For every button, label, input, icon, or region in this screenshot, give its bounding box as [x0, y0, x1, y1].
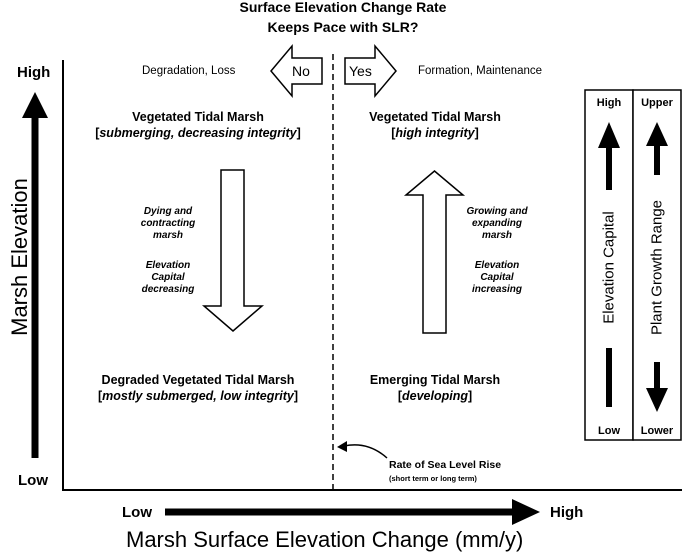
growth-arrow: [403, 170, 466, 334]
legend-elevation-low: Low: [598, 425, 620, 437]
legend-plant-upper: Upper: [641, 97, 673, 109]
decline-arrow: [201, 169, 265, 332]
top-right-title: Vegetated Tidal Marsh: [369, 110, 501, 124]
legend-plant-label: Plant Growth Range: [648, 199, 666, 336]
top-right-detail: [high integrity]: [391, 126, 479, 140]
bottom-left-detail: [mostly submerged, low integrity]: [97, 389, 299, 403]
y-axis-label: Marsh Elevation: [7, 178, 32, 336]
title-line-2: Keeps Pace with SLR?: [267, 19, 419, 35]
left-note-1: Dying and: [143, 206, 193, 217]
y-axis-high: High: [17, 64, 51, 81]
left-note-2: contracting: [140, 218, 196, 229]
legend-plant-lower: Lower: [640, 425, 674, 437]
x-axis-high: High: [550, 504, 584, 521]
left-caption: Degradation, Loss: [142, 65, 236, 77]
right-note-4: Elevation: [474, 260, 520, 271]
top-left-title: Vegetated Tidal Marsh: [132, 110, 264, 124]
legend-elevation-high: High: [596, 97, 622, 109]
no-arrow: [270, 43, 323, 99]
right-note-2: expanding: [471, 218, 522, 229]
plant-down-arrow: [646, 362, 668, 412]
left-note-6: decreasing: [141, 284, 195, 295]
legend-elevation-label: Elevation Capital: [600, 211, 618, 324]
plant-up-arrow: [646, 122, 668, 175]
left-note-5: Capital: [151, 272, 185, 283]
right-note-5: Capital: [480, 272, 514, 283]
x-axis-low: Low: [122, 504, 152, 521]
left-note-4: Elevation: [145, 260, 191, 271]
title-line-1: Surface Elevation Change Rate: [239, 0, 447, 15]
bottom-right-title: Emerging Tidal Marsh: [369, 373, 501, 387]
elevation-up-arrow: [598, 122, 620, 190]
x-axis-arrow: [165, 499, 540, 525]
yes-arrow: [344, 43, 397, 99]
yes-label: Yes: [349, 63, 372, 79]
bottom-right-detail: [developing]: [397, 389, 473, 403]
y-axis-arrow: [22, 92, 48, 458]
right-caption: Formation, Maintenance: [418, 65, 543, 77]
right-note-1: Growing and: [466, 206, 528, 217]
slr-title: Rate of Sea Level Rise: [389, 459, 502, 471]
y-axis-low: Low: [18, 472, 48, 489]
slr-pointer-arrow: [337, 441, 388, 459]
right-note-3: marsh: [481, 230, 512, 241]
slr-subtitle: (short term or long term): [389, 474, 477, 483]
right-note-6: increasing: [471, 284, 523, 295]
left-note-3: marsh: [152, 230, 183, 241]
top-left-detail: [submerging, decreasing integrity]: [95, 126, 301, 140]
x-axis-label: Marsh Surface Elevation Change (mm/y): [126, 527, 524, 552]
no-label: No: [292, 63, 310, 79]
bottom-left-title: Degraded Vegetated Tidal Marsh: [101, 373, 295, 387]
